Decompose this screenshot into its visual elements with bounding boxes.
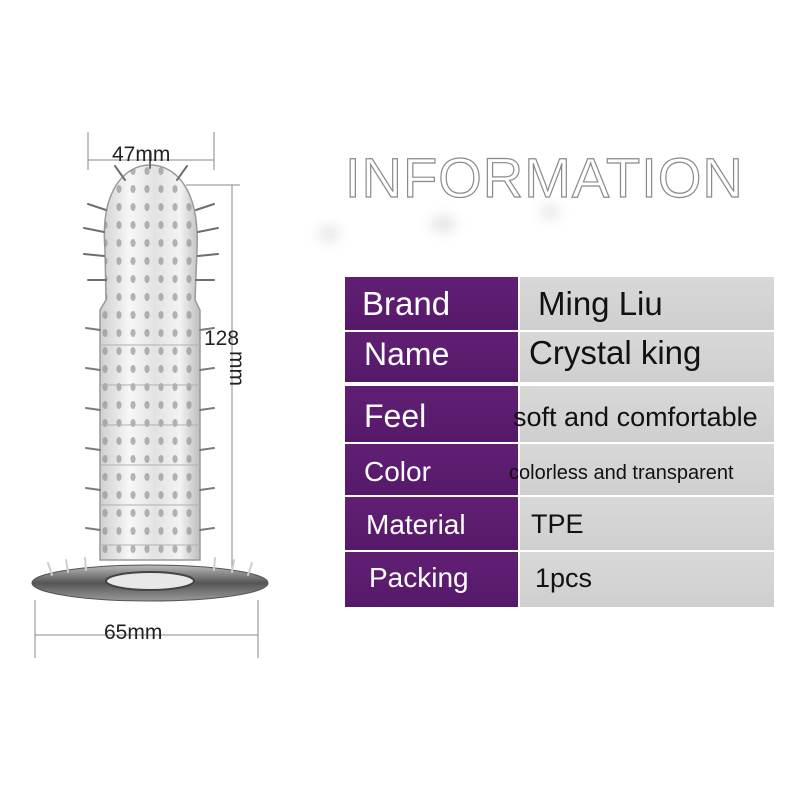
spec-value: Crystal king [529,334,702,371]
spec-row-material: Material TPE [345,497,774,550]
product-illustration: 47mm 128 mm 65mm [0,0,330,700]
spec-label: Material [366,509,466,540]
height-dimension-label: 128 mm [204,327,248,386]
base-dimension-label: 65mm [104,621,163,644]
decorative-blur [318,226,340,242]
decorative-blur [430,215,456,233]
spec-label: Packing [369,562,469,593]
spec-value-cell [520,444,774,495]
spec-value: soft and comfortable [513,402,758,432]
height-unit: mm [225,351,248,386]
spec-value: colorless and transparent [509,462,734,484]
spec-row-packing: Packing 1pcs [345,552,774,607]
spec-row-color: Color colorless and transparent [345,444,774,495]
spec-label-cell [345,277,518,330]
width-dimension-label: 47mm [112,143,171,166]
decorative-blur [540,205,560,219]
spec-label-cell [345,332,518,382]
spec-value-cell [520,277,774,330]
spec-label-cell [345,552,518,607]
spec-value: Ming Liu [538,285,663,322]
spec-label-cell [345,444,518,495]
spec-row-feel: Feel soft and comfortable [345,386,774,442]
spec-value-cell [520,332,774,382]
spec-value-cell [520,552,774,607]
spec-value: 1pcs [535,563,593,593]
spec-label: Name [364,336,450,372]
spec-value-cell [520,386,774,442]
spec-value: TPE [531,509,584,539]
spec-table: Brand Ming Liu Name Crystal king Feel so… [345,277,774,607]
spec-row-brand: Brand Ming Liu [345,277,774,330]
spec-value-cell [520,497,774,550]
spec-row-name: Name Crystal king [345,332,774,382]
product-image [31,132,269,658]
spec-label: Color [364,456,431,487]
spec-label: Feel [364,398,427,434]
information-heading: INFORMATION [344,145,744,209]
spec-label: Brand [362,285,451,322]
height-value: 128 [204,327,240,350]
spec-label-cell [345,386,518,442]
spec-label-cell [345,497,518,550]
